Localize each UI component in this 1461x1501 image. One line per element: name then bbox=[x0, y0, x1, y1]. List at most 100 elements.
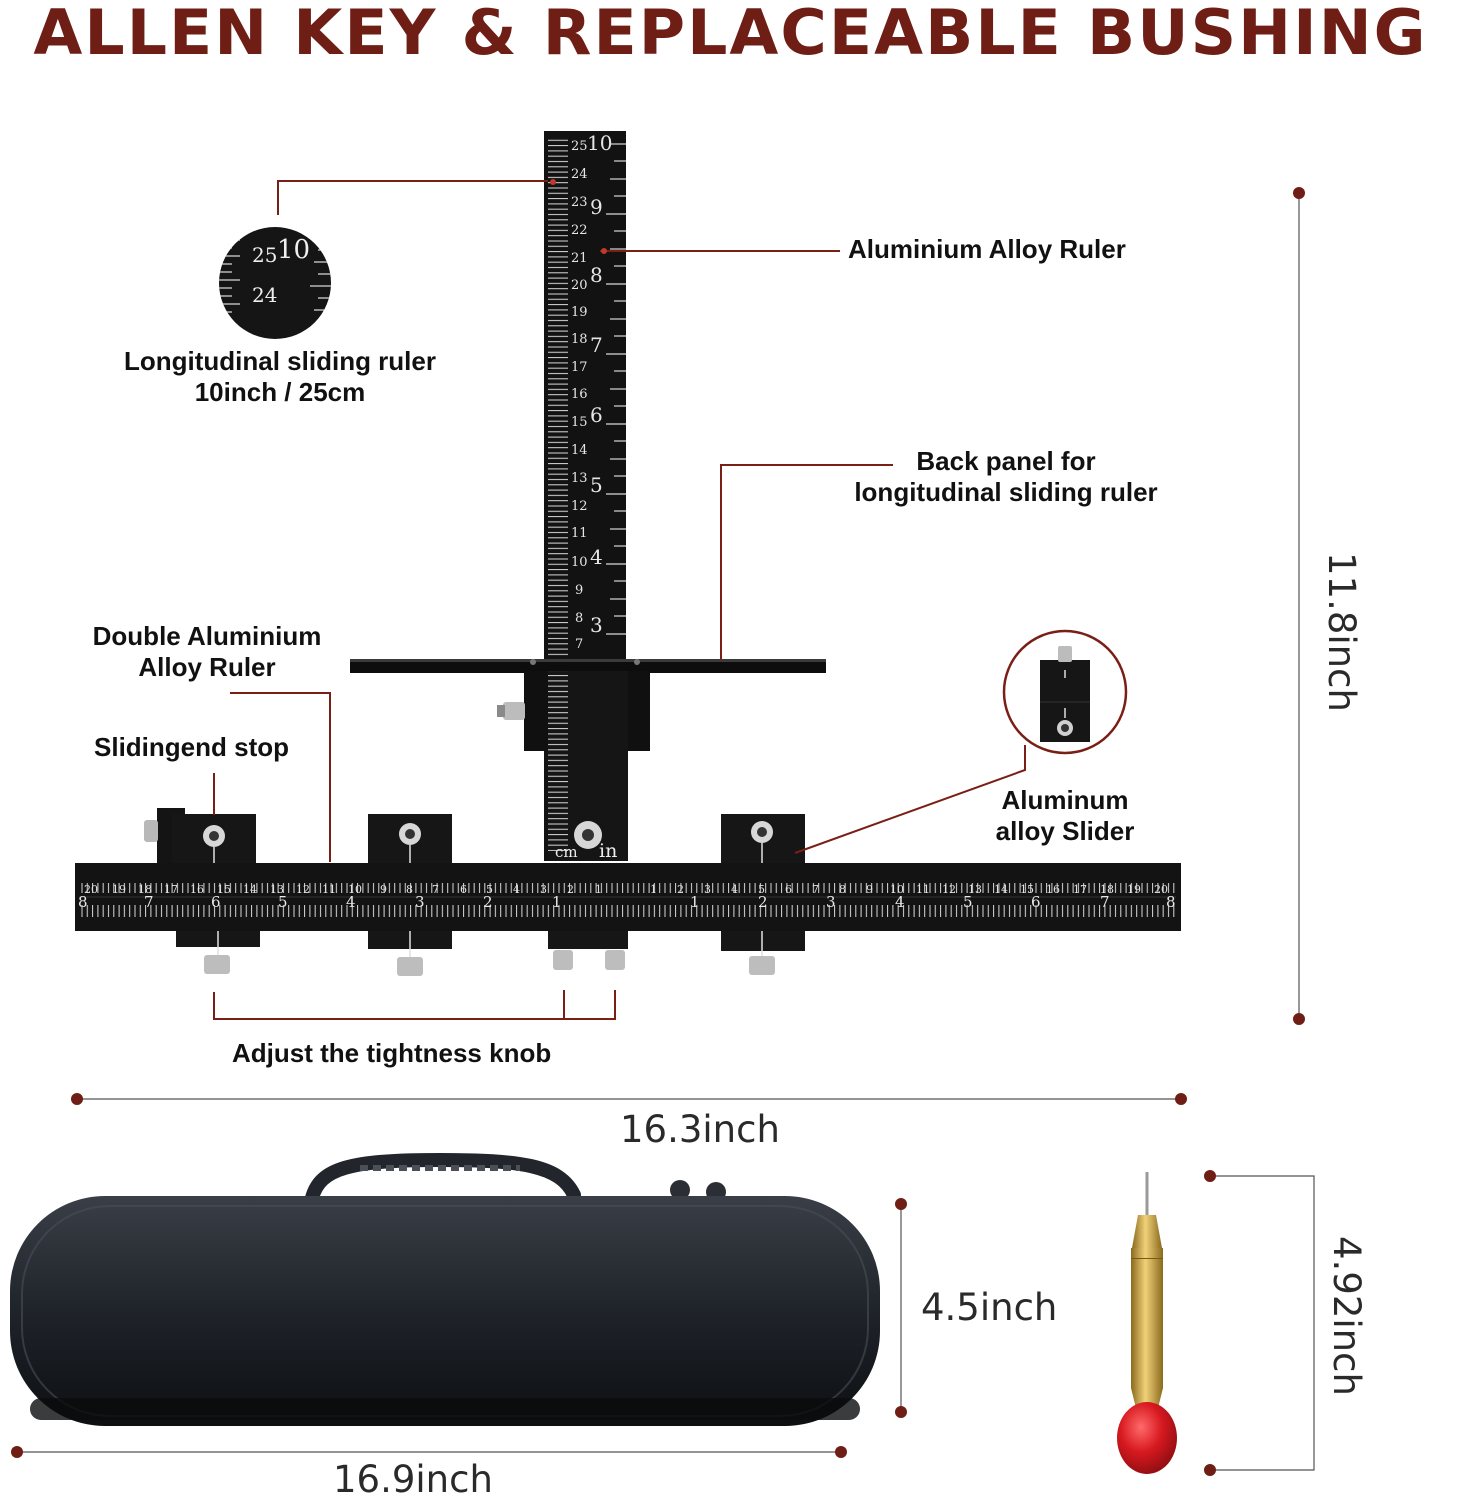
svg-text:20: 20 bbox=[1154, 883, 1168, 896]
double-ruler-line1: Double Aluminium bbox=[92, 621, 322, 651]
svg-text:19: 19 bbox=[1127, 883, 1141, 896]
svg-text:17: 17 bbox=[1073, 883, 1087, 896]
svg-text:25: 25 bbox=[571, 139, 588, 154]
slider-line1: Aluminum bbox=[1001, 785, 1129, 815]
svg-text:8: 8 bbox=[590, 263, 603, 287]
longitudinal-ruler-label: Longitudinal sliding ruler 10inch / 25cm bbox=[100, 346, 460, 408]
svg-text:20: 20 bbox=[571, 278, 588, 293]
svg-text:11: 11 bbox=[916, 883, 930, 896]
punch-length-dimension: 4.92inch bbox=[1325, 1236, 1368, 1396]
svg-text:18: 18 bbox=[138, 883, 152, 896]
svg-text:3: 3 bbox=[590, 613, 603, 637]
svg-text:4: 4 bbox=[346, 893, 356, 911]
svg-text:1: 1 bbox=[552, 893, 562, 911]
longitudinal-ruler-title: Longitudinal sliding ruler bbox=[124, 346, 436, 376]
knob-label: Adjust the tightness knob bbox=[232, 1038, 552, 1068]
ruler-clamp-block bbox=[497, 671, 650, 861]
back-panel-label: Back panel for longitudinal sliding rule… bbox=[836, 446, 1176, 508]
svg-text:3: 3 bbox=[826, 893, 836, 911]
svg-text:14: 14 bbox=[243, 883, 257, 896]
svg-text:6: 6 bbox=[785, 883, 792, 896]
slider-label: Aluminum alloy Slider bbox=[975, 785, 1155, 847]
svg-text:10: 10 bbox=[587, 131, 612, 155]
svg-text:15: 15 bbox=[217, 883, 231, 896]
end-stop bbox=[144, 808, 260, 974]
svg-text:7: 7 bbox=[1100, 893, 1110, 911]
back-panel-line1: Back panel for bbox=[916, 446, 1096, 476]
svg-text:24: 24 bbox=[571, 167, 588, 182]
svg-text:19: 19 bbox=[571, 305, 588, 320]
svg-text:8: 8 bbox=[78, 893, 88, 911]
svg-text:10: 10 bbox=[571, 555, 588, 570]
zoom-cm-label: 25 bbox=[252, 243, 277, 267]
svg-text:2: 2 bbox=[758, 893, 768, 911]
dimension-lines bbox=[11, 187, 1315, 1476]
back-panel-line2: longitudinal sliding ruler bbox=[854, 477, 1158, 507]
svg-text:6: 6 bbox=[460, 883, 467, 896]
svg-text:3: 3 bbox=[704, 883, 711, 896]
svg-text:13: 13 bbox=[270, 883, 284, 896]
svg-text:14: 14 bbox=[571, 443, 588, 458]
svg-text:1: 1 bbox=[595, 883, 602, 896]
aluminium-ruler-label: Aluminium Alloy Ruler bbox=[848, 234, 1126, 264]
svg-text:19: 19 bbox=[112, 883, 126, 896]
svg-text:4: 4 bbox=[731, 883, 738, 896]
svg-text:8: 8 bbox=[575, 611, 583, 626]
svg-text:4: 4 bbox=[513, 883, 520, 896]
end-stop-label: Slidingend stop bbox=[94, 732, 289, 762]
svg-text:5: 5 bbox=[590, 473, 603, 497]
svg-text:22: 22 bbox=[571, 223, 588, 238]
slider-center bbox=[548, 821, 628, 970]
svg-text:3: 3 bbox=[540, 883, 547, 896]
slider-right bbox=[721, 814, 805, 975]
svg-text:11: 11 bbox=[322, 883, 336, 896]
svg-text:2: 2 bbox=[677, 883, 684, 896]
svg-text:7: 7 bbox=[144, 893, 154, 911]
svg-text:7: 7 bbox=[812, 883, 819, 896]
svg-text:7: 7 bbox=[590, 333, 603, 357]
svg-text:10: 10 bbox=[890, 883, 904, 896]
svg-text:6: 6 bbox=[211, 893, 221, 911]
svg-text:12: 12 bbox=[942, 883, 956, 896]
case-width-dimension: 16.9inch bbox=[333, 1458, 493, 1501]
svg-text:9: 9 bbox=[575, 583, 583, 598]
svg-text:18: 18 bbox=[571, 332, 588, 347]
center-punch bbox=[1117, 1172, 1177, 1474]
svg-text:4: 4 bbox=[590, 545, 603, 569]
svg-text:15: 15 bbox=[1020, 883, 1034, 896]
svg-text:4: 4 bbox=[895, 893, 905, 911]
svg-text:1: 1 bbox=[690, 893, 700, 911]
svg-text:8: 8 bbox=[1166, 893, 1176, 911]
svg-text:13: 13 bbox=[968, 883, 982, 896]
svg-text:8: 8 bbox=[839, 883, 846, 896]
headline: ALLEN KEY & REPLACEABLE BUSHING bbox=[33, 0, 1428, 69]
svg-text:7: 7 bbox=[432, 883, 439, 896]
case-height-dimension: 4.5inch bbox=[921, 1286, 1058, 1329]
svg-text:23: 23 bbox=[571, 195, 588, 210]
svg-text:5: 5 bbox=[963, 893, 973, 911]
svg-text:18: 18 bbox=[1100, 883, 1114, 896]
svg-text:8: 8 bbox=[406, 883, 413, 896]
svg-text:2: 2 bbox=[483, 893, 493, 911]
svg-text:9: 9 bbox=[866, 883, 873, 896]
slider-left bbox=[368, 814, 452, 976]
svg-text:12: 12 bbox=[571, 499, 588, 514]
svg-text:5: 5 bbox=[486, 883, 493, 896]
svg-text:7: 7 bbox=[575, 637, 583, 652]
svg-text:15: 15 bbox=[571, 415, 588, 430]
svg-text:13: 13 bbox=[571, 471, 588, 486]
double-ruler-label: Double Aluminium Alloy Ruler bbox=[72, 621, 342, 683]
svg-text:2: 2 bbox=[567, 883, 574, 896]
svg-text:3: 3 bbox=[415, 893, 425, 911]
svg-text:17: 17 bbox=[571, 360, 588, 375]
svg-text:16: 16 bbox=[190, 883, 204, 896]
width-dimension: 16.3inch bbox=[620, 1108, 780, 1151]
svg-text:6: 6 bbox=[590, 403, 603, 427]
zoom-in-label: 10 bbox=[277, 235, 310, 265]
zoom-cm-next-label: 24 bbox=[252, 283, 277, 307]
svg-text:17: 17 bbox=[164, 883, 178, 896]
carrying-case bbox=[10, 1152, 880, 1426]
svg-text:10: 10 bbox=[348, 883, 362, 896]
